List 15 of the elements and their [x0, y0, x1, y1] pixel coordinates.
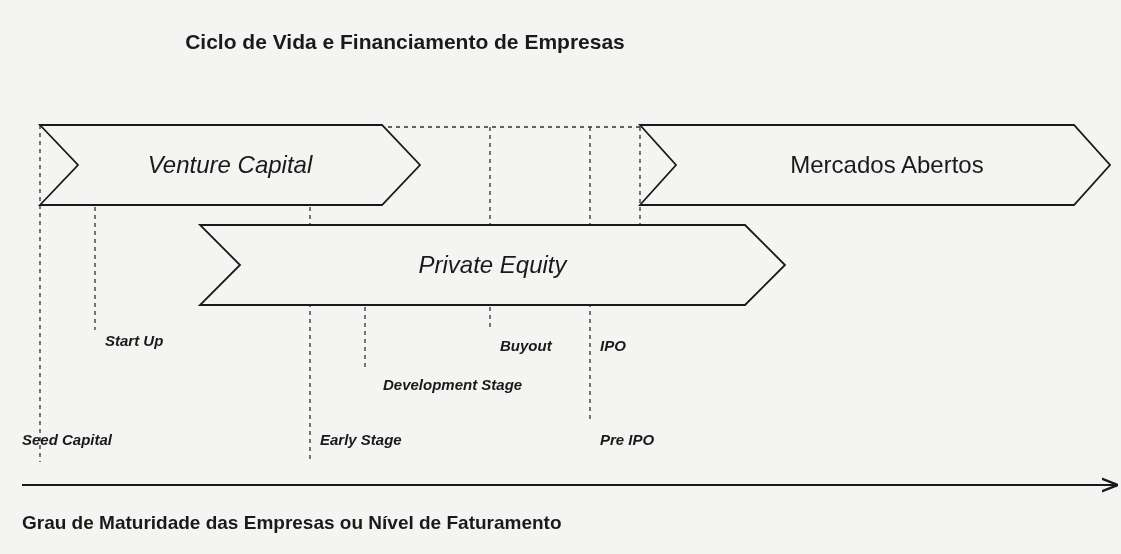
chevron-label: Venture Capital [147, 151, 313, 179]
stage-label: Buyout [500, 337, 552, 354]
chevron-label: Mercados Abertos [790, 151, 984, 179]
axis-label: Grau de Maturidade das Empresas ou Nível de Faturamento [22, 512, 562, 534]
diagram-title: Ciclo de Vida e Financiamento de Empresas [184, 30, 626, 54]
chevron-label: Private Equity [418, 251, 567, 279]
stage-label: Pre IPO [600, 431, 655, 448]
stage-label: IPO [600, 337, 626, 354]
chevron-shape [200, 225, 785, 305]
chevron-shape [40, 125, 420, 205]
stage-label: Early Stage [320, 431, 402, 448]
stage-label: Start Up [105, 332, 164, 349]
stage-label: Seed Capital [22, 431, 113, 448]
stage-label: Development Stage [383, 376, 523, 393]
chevron-shape [640, 125, 1110, 205]
